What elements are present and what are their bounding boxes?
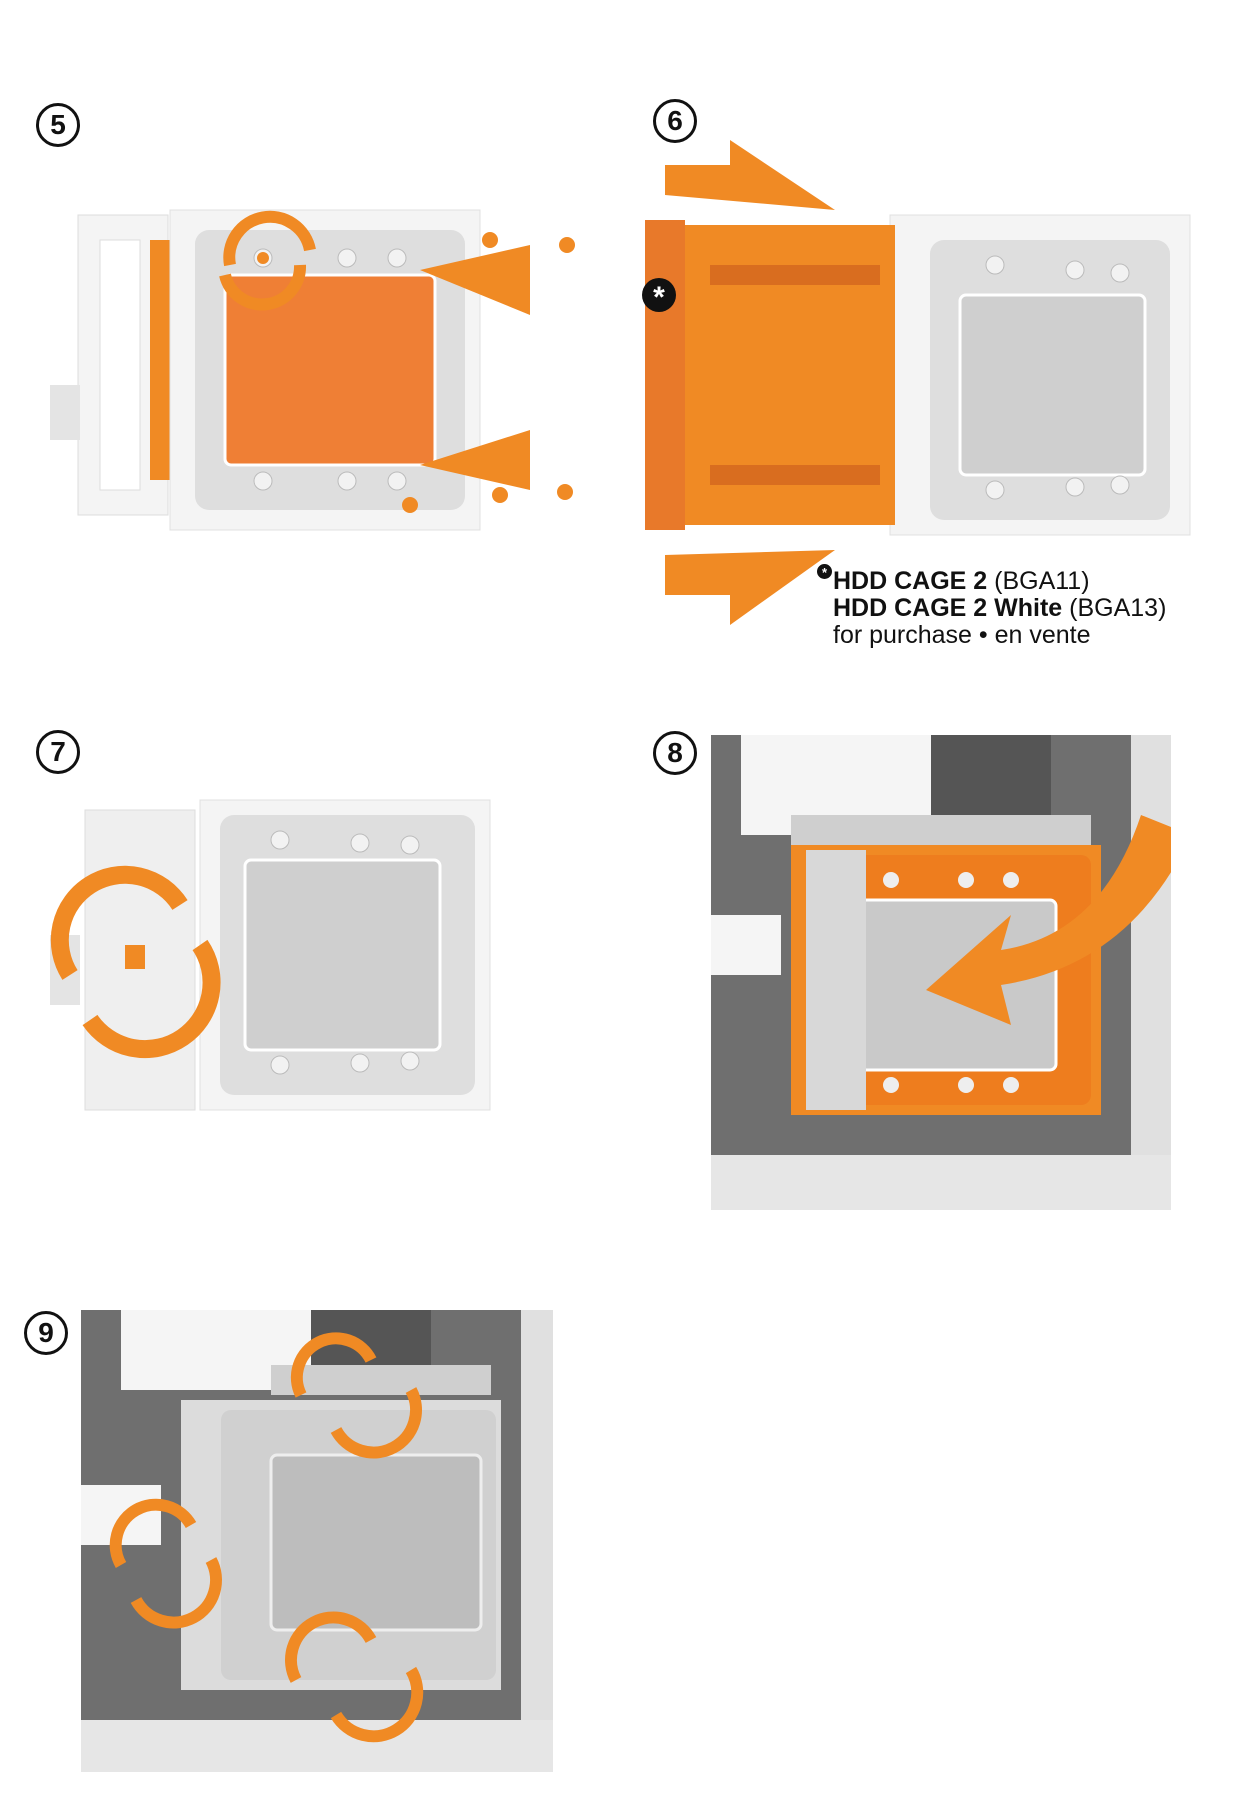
hdd-cage-purchase-note: * HDD CAGE 2 (BGA11) HDD CAGE 2 White (B…: [817, 564, 1166, 649]
step-number-8: 8: [653, 731, 697, 775]
step6-illustration: [645, 140, 1191, 625]
step5-illustration: [50, 209, 575, 531]
step-number-9: 9: [24, 1311, 68, 1355]
step7-illustration: [50, 799, 491, 1111]
step8-photo: [711, 735, 1171, 1210]
asterisk-badge: *: [642, 278, 676, 314]
step-number-5: 5: [36, 103, 80, 147]
step-number-6: 6: [653, 99, 697, 143]
asterisk-marker: *: [817, 564, 832, 580]
step-number-7: 7: [36, 730, 80, 774]
step9-photo: [81, 1310, 553, 1772]
